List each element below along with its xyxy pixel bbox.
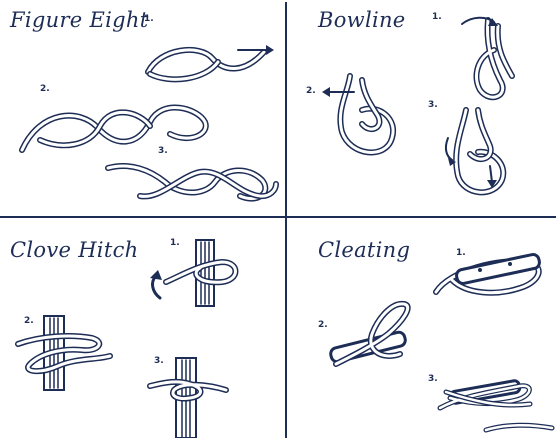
cleating-step-1-label: 1. (456, 248, 466, 258)
cleating-step-3-label: 3. (428, 374, 438, 384)
cleating-step1-illustration (436, 253, 541, 292)
cleating-step2-illustration (329, 304, 407, 364)
bowline-step2-illustration (322, 76, 393, 152)
clove-hitch-step-2-label: 2. (24, 316, 34, 326)
figure-eight-step2-illustration (22, 108, 206, 150)
bowline-step-1-label: 1. (432, 12, 442, 22)
figure-eight-step-3-label: 3. (158, 146, 168, 156)
figure-eight-step-1-label: 1. (144, 14, 154, 24)
figure-eight-step3-illustration (108, 166, 276, 199)
cleating-step-2-label: 2. (318, 320, 328, 330)
bowline-step1-illustration (462, 18, 512, 97)
clove-hitch-step-3-label: 3. (154, 356, 164, 366)
figure-eight-step1-illustration (148, 45, 274, 79)
clove-hitch-step1-illustration (150, 240, 236, 306)
panel-title-clove-hitch: Clove Hitch (10, 238, 138, 262)
clove-hitch-step2-illustration (18, 316, 110, 390)
clove-hitch-step3-illustration (150, 358, 226, 438)
panel-title-bowline: Bowline (318, 8, 406, 32)
figure-eight-step-2-label: 2. (40, 84, 50, 94)
cleating-step3-illustration (440, 380, 552, 430)
clove-hitch-step-1-label: 1. (170, 238, 180, 248)
panel-title-figure-eight: Figure Eight (10, 8, 148, 32)
bowline-step3-illustration (446, 110, 503, 192)
bowline-step-3-label: 3. (428, 100, 438, 110)
panel-title-cleating: Cleating (318, 238, 410, 262)
bowline-step-2-label: 2. (306, 86, 316, 96)
